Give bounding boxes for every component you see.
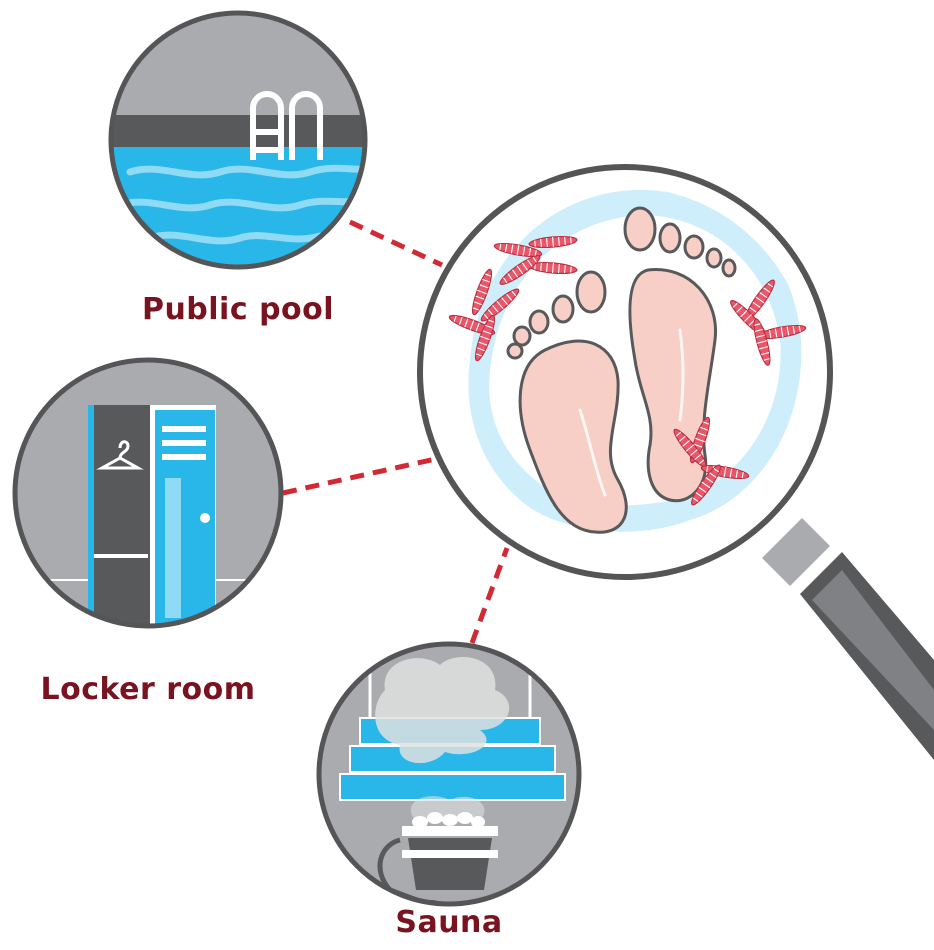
sauna-scene <box>315 640 585 912</box>
connector-pool <box>350 222 442 265</box>
locker-scene <box>10 355 290 635</box>
connector-locker <box>283 458 440 493</box>
magnifier-handle <box>762 518 934 760</box>
sauna-bucket-icon <box>402 812 498 890</box>
locker-room-label: Locker room <box>40 672 255 707</box>
sauna-label: Sauna <box>395 905 502 940</box>
pool-scene <box>100 0 380 290</box>
public-pool-label: Public pool <box>142 292 334 327</box>
magnifying-glass-icon <box>420 167 830 577</box>
connector-sauna <box>472 548 507 643</box>
